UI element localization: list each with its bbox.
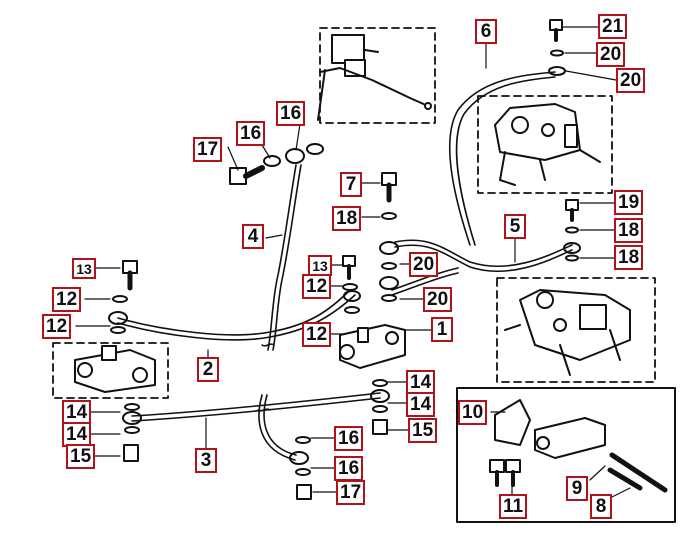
- callout-12: 12: [52, 287, 82, 312]
- master-cylinder-group-box: [319, 27, 436, 124]
- alternate-mounting-inset-box: [456, 387, 676, 523]
- callout-20: 20: [423, 287, 453, 312]
- callout-16: 16: [334, 456, 364, 481]
- callout-9: 9: [566, 476, 588, 501]
- callout-1: 1: [431, 317, 453, 342]
- inset-assembly: [489, 399, 668, 493]
- upper-caliper-group-box: [477, 95, 613, 194]
- lower-caliper-group-box: [496, 277, 656, 383]
- master-cylinder: [317, 34, 432, 121]
- callout-12: 12: [302, 322, 332, 347]
- callout-21: 21: [598, 14, 628, 39]
- callout-16: 16: [236, 121, 266, 146]
- callout-20: 20: [596, 42, 626, 67]
- callout-14: 14: [62, 422, 92, 447]
- callout-5: 5: [504, 214, 526, 239]
- callout-18: 18: [614, 218, 644, 243]
- callout-12: 12: [42, 314, 72, 339]
- callout-20: 20: [616, 68, 646, 93]
- leader-lines: [75, 26, 631, 498]
- callout-13: 13: [72, 258, 96, 279]
- callout-8: 8: [590, 494, 612, 519]
- callout-13: 13: [308, 255, 332, 276]
- callout-15: 15: [66, 444, 96, 469]
- callout-6: 6: [475, 19, 497, 44]
- callout-2: 2: [197, 357, 219, 382]
- callout-3: 3: [195, 448, 217, 473]
- callout-18: 18: [614, 245, 644, 270]
- callout-20: 20: [409, 252, 439, 277]
- callout-4: 4: [242, 224, 264, 249]
- left-junction-group-box: [52, 342, 169, 399]
- callout-17: 17: [193, 137, 223, 162]
- dashed-group-boxes: [52, 27, 656, 399]
- callout-14: 14: [406, 392, 436, 417]
- callout-18: 18: [332, 206, 362, 231]
- callout-7: 7: [340, 172, 362, 197]
- fasteners: [108, 19, 581, 500]
- callout-19: 19: [614, 190, 644, 215]
- callout-17: 17: [336, 480, 366, 505]
- callout-12: 12: [302, 274, 332, 299]
- callout-16: 16: [334, 426, 364, 451]
- callout-10: 10: [458, 400, 488, 425]
- left-junction-block: [74, 345, 156, 393]
- brake-lines: [117, 71, 573, 461]
- lower-caliper: [504, 289, 631, 376]
- callout-16: 16: [276, 101, 306, 126]
- proportioning-valve: [339, 324, 406, 369]
- callout-15: 15: [408, 418, 438, 443]
- upper-caliper: [494, 103, 601, 186]
- callout-11: 11: [499, 494, 528, 519]
